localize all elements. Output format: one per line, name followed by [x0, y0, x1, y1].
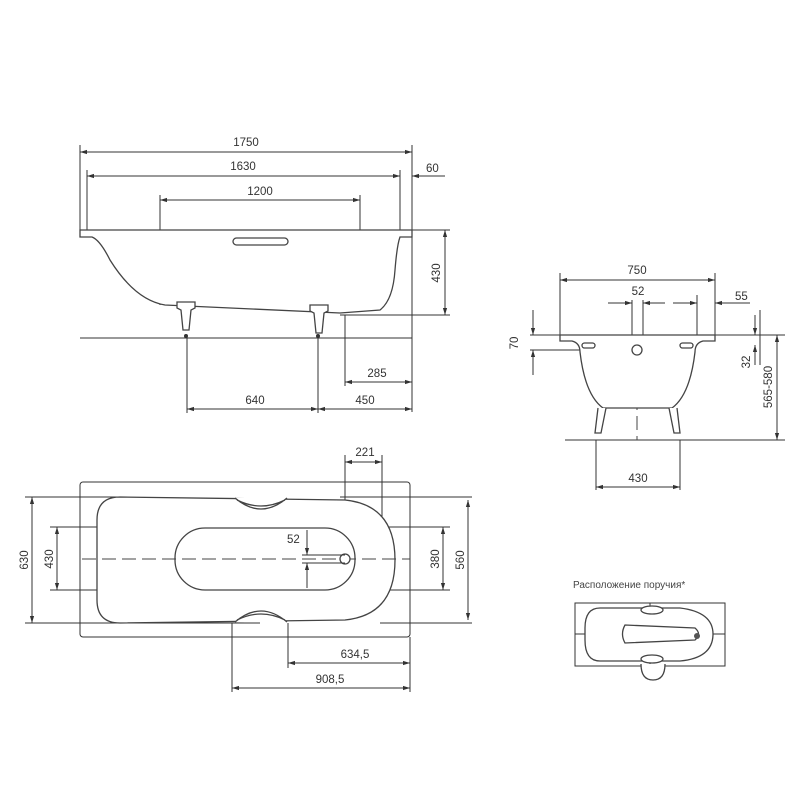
dim-630: 630 [19, 550, 31, 569]
dim-55: 55 [735, 291, 748, 303]
dim-430-top: 430 [44, 549, 56, 568]
dim-285: 285 [367, 368, 386, 380]
inset-caption: Расположение поручия* [573, 580, 685, 591]
dim-750: 750 [627, 265, 646, 277]
top-view: 630 430 380 560 221 52 634,5 908,5 [19, 447, 472, 692]
dim-1750: 1750 [233, 137, 259, 149]
front-view: 750 52 55 70 32 565-580 430 [509, 265, 785, 490]
dim-430-feet: 430 [628, 473, 647, 485]
dim-221: 221 [355, 447, 374, 459]
dim-450: 450 [355, 395, 374, 407]
dim-70: 70 [509, 337, 521, 350]
dim-1200: 1200 [247, 186, 273, 198]
dim-634-5: 634,5 [341, 649, 370, 661]
dim-52-front: 52 [632, 286, 645, 298]
dim-560: 560 [455, 550, 467, 569]
dim-60: 60 [426, 163, 439, 175]
dim-380: 380 [430, 549, 442, 568]
handle-position-inset: Расположение поручия* [573, 580, 726, 681]
dim-908-5: 908,5 [316, 674, 345, 686]
dim-1630: 1630 [230, 161, 256, 173]
dim-430-height: 430 [431, 263, 443, 282]
dim-52-top: 52 [287, 534, 300, 546]
dim-565-580: 565-580 [763, 366, 775, 408]
side-view: 1750 1630 60 1200 430 285 640 450 [79, 137, 450, 413]
dim-640: 640 [245, 395, 264, 407]
dim-32: 32 [741, 356, 753, 369]
